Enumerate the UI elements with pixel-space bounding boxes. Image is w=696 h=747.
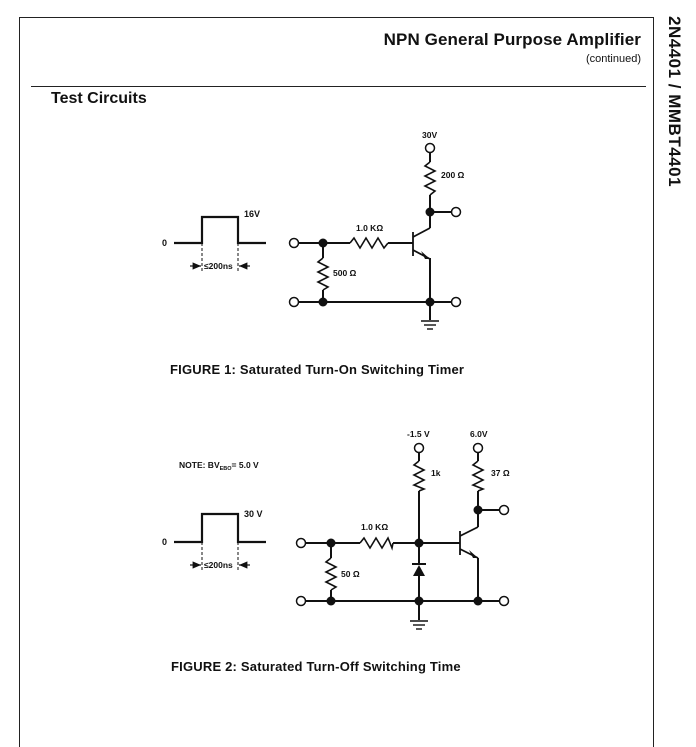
figure1-output-terminal (450, 206, 462, 218)
figure1-base-resistor (349, 236, 389, 250)
figure2-note-prefix: NOTE: BV (179, 460, 220, 470)
figure2-note: NOTE: BVEBO= 5.0 V (179, 460, 259, 472)
figure1-ground-symbol (421, 320, 439, 330)
page-border (19, 17, 654, 747)
figure2-npn-transistor (459, 526, 479, 559)
figure2-pulse-high-label: 30 V (244, 509, 263, 519)
figure2-pulse-low-label: 0 (162, 537, 167, 547)
figure2-collector-supply-terminal (472, 442, 484, 454)
figure1-ground-output-terminal (450, 296, 462, 308)
document-subtitle: (continued) (585, 53, 641, 65)
figure2-note-subscript: EBO (220, 466, 233, 472)
figure2-input-terminal (295, 537, 307, 549)
figure2-ground-symbol (410, 620, 428, 630)
figure1-pulse-waveform (174, 215, 266, 273)
figure1-shunt-resistor (316, 257, 330, 291)
figure2-shunt-resistor-label: 50 Ω (341, 569, 360, 579)
figure1-collector-resistor-label: 200 Ω (441, 170, 465, 180)
document-title: NPN General Purpose Amplifier (383, 30, 641, 49)
figure1-base-resistor-label: 1.0 KΩ (356, 223, 383, 233)
figure2-note-suffix: = 5.0 V (232, 460, 260, 470)
figure2-base-resistor-label: 1.0 KΩ (361, 522, 388, 532)
figure2-ground-output-terminal (498, 595, 510, 607)
figure1-supply-label: 30V (422, 130, 437, 140)
figure1-schematic: 0 16V ≤200ns (162, 130, 465, 330)
figure2-bias-resistor-label: 1k (431, 468, 441, 478)
figure2-base-resistor (359, 536, 394, 551)
figure1-shunt-resistor-label: 500 Ω (333, 268, 357, 278)
figure2-ground-input-terminal (295, 595, 307, 607)
figure2-pulse-waveform (174, 512, 266, 572)
figure2-diode (412, 563, 426, 576)
figure2-collector-resistor (471, 460, 486, 492)
figure2-collector-resistor-label: 37 Ω (491, 468, 510, 478)
figure2-bias-resistor (412, 460, 427, 492)
figure1-input-terminal (288, 237, 300, 249)
figure1-pulse-high-label: 16V (244, 209, 260, 219)
figure1-junction-nodes (318, 207, 435, 307)
figure1-pulse-low-label: 0 (162, 238, 167, 248)
section-title: Test Circuits (51, 90, 147, 107)
header-rule (31, 86, 646, 87)
figure2-schematic: NOTE: BVEBO= 5.0 V 0 30 V ≤200ns (162, 429, 510, 630)
figure2-caption: FIGURE 2: Saturated Turn-Off Switching T… (171, 659, 461, 674)
figure1-supply-terminal (424, 142, 436, 154)
figure1-ground-input-terminal (288, 296, 300, 308)
figure2-bias-supply-label: -1.5 V (407, 429, 430, 439)
figure2-collector-supply-label: 6.0V (470, 429, 488, 439)
figure2-output-terminal (498, 504, 510, 516)
figure1-npn-transistor (412, 227, 431, 260)
figure1-caption: FIGURE 1: Saturated Turn-On Switching Ti… (170, 362, 465, 377)
figure2-wires (306, 453, 499, 620)
figure1-pulse-width-label: ≤200ns (204, 261, 233, 271)
figure2-bias-supply-terminal (413, 442, 425, 454)
figure2-shunt-resistor (324, 557, 338, 591)
figure1-collector-resistor (423, 161, 437, 196)
figure2-pulse-width-label: ≤200ns (204, 560, 233, 570)
figure2-junction-nodes (326, 505, 483, 606)
